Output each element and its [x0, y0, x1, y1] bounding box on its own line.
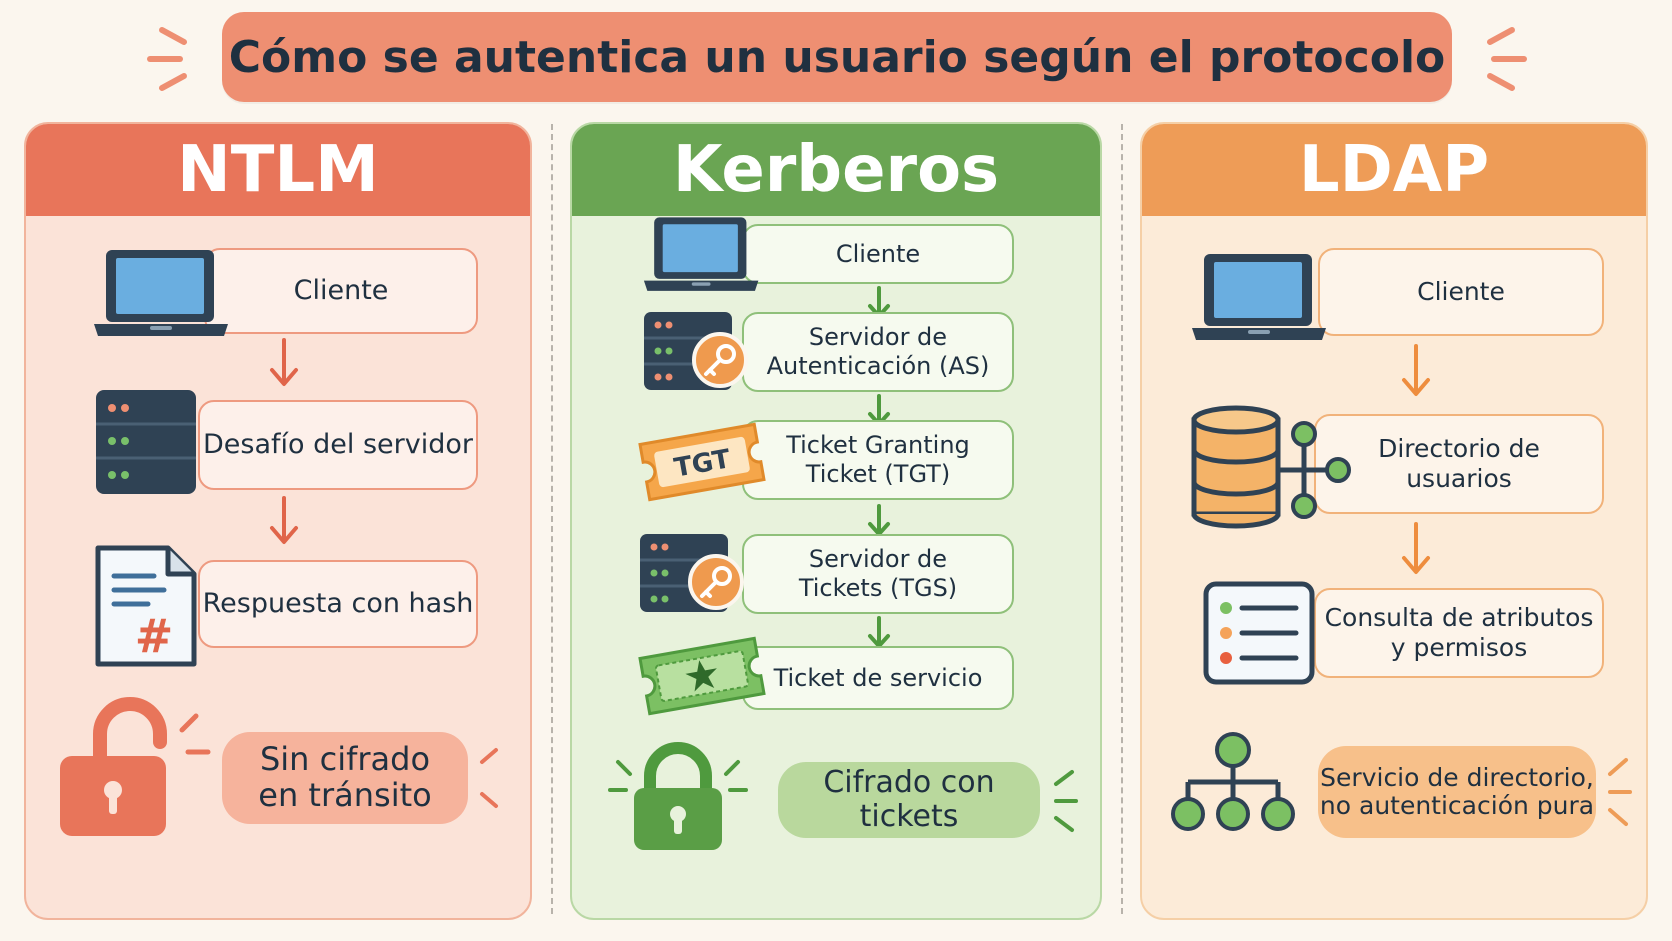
ldap-column: LDAP Cliente Directorio de usuarios: [1140, 122, 1648, 920]
kerberos-step-service-ticket: Ticket de servicio: [742, 646, 1014, 710]
ntlm-arrow-1: [270, 338, 298, 386]
kerberos-arrow-4: [868, 616, 890, 648]
laptop-icon: [643, 217, 759, 291]
server-key-icon: [640, 534, 744, 612]
ldap-footer-burst-icon: [1608, 758, 1632, 826]
unlocked-padlock-icon: [60, 697, 211, 836]
kerberos-arrow-3: [868, 504, 890, 536]
laptop-icon: [94, 250, 228, 336]
kerberos-footer-note: Cifrado con tickets: [778, 762, 1040, 838]
title-banner: Cómo se autentica un usuario según el pr…: [222, 12, 1452, 102]
ldap-arrow-2: [1402, 522, 1430, 574]
ntlm-arrow-2: [270, 496, 298, 544]
hierarchy-icon: [1171, 732, 1295, 831]
title-burst-right-icon: [1487, 27, 1527, 91]
hash-document-icon: #: [95, 545, 197, 667]
ntlm-footer-burst-icon: [480, 748, 498, 808]
service-ticket-icon: [638, 636, 766, 716]
kerberos-column-title: Kerberos: [572, 124, 1100, 216]
svg-text:#: #: [135, 609, 174, 663]
ldap-arrow-1: [1402, 344, 1430, 396]
kerberos-step-tgs: Servidor de Tickets (TGS): [742, 534, 1014, 614]
database-tree-icon: [1191, 405, 1351, 529]
ntlm-step-hash-response: Respuesta con hash: [198, 560, 478, 648]
ldap-column-title: LDAP: [1142, 124, 1646, 216]
ldap-step-attribute-query: Consulta de atributos y permisos: [1314, 588, 1604, 678]
server-icon: [96, 390, 196, 494]
ldap-step-client: Cliente: [1318, 248, 1604, 336]
title-burst-left-icon: [147, 27, 187, 91]
kerberos-column: Kerberos Cliente Servidor de Autenticaci…: [570, 122, 1102, 920]
kerberos-step-tgt: Ticket Granting Ticket (TGT): [742, 420, 1014, 500]
server-key-icon: [644, 312, 748, 390]
laptop-icon: [1192, 254, 1326, 340]
ntlm-column: NTLM Cliente Desafío del servidor: [24, 122, 532, 920]
locked-padlock-icon: [608, 742, 748, 850]
kerberos-step-client: Cliente: [742, 224, 1014, 284]
ldap-footer-note: Servicio de directorio, no autenticación…: [1318, 746, 1596, 838]
page-title: Cómo se autentica un usuario según el pr…: [228, 31, 1446, 83]
ntlm-column-title: NTLM: [26, 124, 530, 216]
tgt-ticket-icon: TGT: [638, 422, 766, 502]
kerberos-footer-burst-icon: [1054, 770, 1078, 832]
kerberos-step-auth-server: Servidor de Autenticación (AS): [742, 312, 1014, 392]
attribute-list-icon: [1203, 581, 1315, 685]
ntlm-step-server-challenge: Desafío del servidor: [198, 400, 478, 490]
ntlm-step-client: Cliente: [204, 248, 478, 334]
column-divider-left: [551, 124, 553, 914]
column-divider-right: [1121, 124, 1123, 914]
ldap-step-user-directory: Directorio de usuarios: [1314, 414, 1604, 514]
ntlm-footer-note: Sin cifrado en tránsito: [222, 732, 468, 824]
